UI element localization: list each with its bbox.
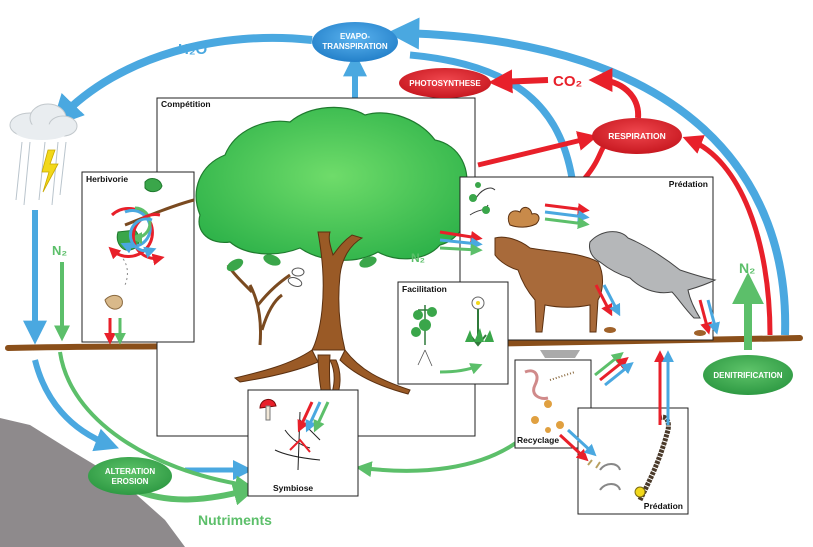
lightning-icon bbox=[41, 149, 59, 193]
evapo-label-line1: EVAPO- bbox=[340, 32, 370, 41]
predation-top-arrows bbox=[439, 203, 720, 336]
decomp-to-resp bbox=[682, 135, 773, 336]
cloud-icon bbox=[9, 103, 78, 140]
h2o-label: H₂O bbox=[178, 41, 207, 58]
rain-icon bbox=[15, 141, 67, 206]
moose-illustration bbox=[469, 182, 603, 333]
competition-label: Compétition bbox=[161, 99, 211, 109]
herbivorie-label: Herbivorie bbox=[86, 174, 128, 184]
resp-to-co2 bbox=[588, 68, 642, 119]
facilitation-label: Facilitation bbox=[402, 284, 447, 294]
evapo-label-line2: TRANSPIRATION bbox=[322, 42, 387, 51]
respiration-label: RESPIRATION bbox=[608, 131, 665, 141]
n2-mid-label: N₂ bbox=[411, 251, 425, 265]
decomposer-arrows bbox=[558, 350, 674, 462]
co2-to-photo bbox=[488, 69, 549, 94]
symbiose-illustration bbox=[259, 399, 330, 471]
n2-right-label: N₂ bbox=[739, 260, 755, 276]
water-to-erosion bbox=[32, 359, 119, 452]
predation-bottom-box bbox=[577, 407, 689, 515]
herbivorie-box bbox=[81, 171, 195, 343]
co2-label: CO₂ bbox=[553, 73, 582, 90]
evapotranspiration-node bbox=[312, 22, 398, 62]
nutrient-recycle bbox=[355, 438, 522, 478]
predation-bottom-label: Prédation bbox=[644, 501, 683, 511]
alteration-erosion-node bbox=[88, 457, 172, 495]
recyclage-illustration bbox=[524, 369, 576, 433]
recyclage-label: Recyclage bbox=[517, 435, 559, 445]
photosynthese-node bbox=[399, 68, 491, 98]
denitrification-node bbox=[703, 355, 793, 395]
alteration-label-line2: EROSION bbox=[112, 477, 149, 486]
nutrient-arc-left bbox=[58, 351, 252, 492]
wolf-illustration bbox=[589, 231, 717, 319]
facilitation-illustration bbox=[411, 296, 494, 375]
photosynthese-label: PHOTOSYNTHESE bbox=[409, 79, 481, 88]
small-tree bbox=[226, 254, 377, 346]
predation-to-resp bbox=[583, 143, 607, 180]
nutrient-bottom bbox=[133, 482, 258, 506]
n2-left-label: N₂ bbox=[52, 243, 67, 258]
water-arc-top-left bbox=[51, 33, 313, 128]
alteration-label-line1: ALTERATION bbox=[105, 467, 156, 476]
herbivorie-illustration bbox=[104, 178, 195, 345]
predation-top-label: Prédation bbox=[669, 179, 708, 189]
water-arc-inner bbox=[409, 51, 576, 179]
recyclage-connector bbox=[540, 350, 580, 358]
respiration-node bbox=[592, 118, 682, 154]
water-arc-top-right bbox=[387, 17, 790, 336]
symbiose-label: Symbiose bbox=[273, 483, 313, 493]
denitrification-label: DENITRIFICATION bbox=[713, 371, 782, 380]
tree-to-resp bbox=[477, 131, 598, 168]
nutriments-label: Nutriments bbox=[198, 512, 272, 528]
predation-bottom-illustration bbox=[587, 414, 671, 502]
